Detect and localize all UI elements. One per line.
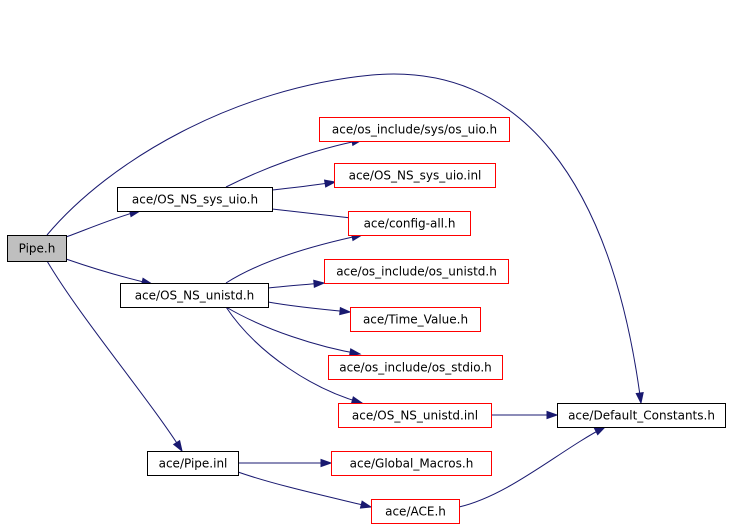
edge-pipe_inl-to-global_macros_h xyxy=(238,458,333,468)
edge-os_ns_unistd_h-to-os_include_os_unistd_h xyxy=(267,279,326,289)
node-box xyxy=(348,211,471,236)
edge-line xyxy=(271,208,361,220)
edge-line xyxy=(46,73,642,404)
node-os_ns_sys_uio_h[interactable]: ace/OS_NS_sys_uio.h xyxy=(117,187,273,212)
node-pipe_inl[interactable]: ace/Pipe.inl xyxy=(147,451,239,476)
edge-pipe_h-to-pipe_inl xyxy=(46,260,183,453)
edge-pipe_h-to-default_constants_h xyxy=(46,73,644,405)
arrowhead-icon xyxy=(635,392,644,405)
node-box xyxy=(328,355,503,380)
node-label: ace/ACE.h xyxy=(385,505,446,519)
node-box xyxy=(7,235,67,262)
node-label: ace/OS_NS_unistd.h xyxy=(135,289,255,303)
node-os_ns_sys_uio_inl[interactable]: ace/OS_NS_sys_uio.inl xyxy=(334,163,496,188)
edge-pipe_inl-to-ace_h xyxy=(237,471,373,509)
edge-os_ns_sys_uio_h-to-os_ns_sys_uio_inl xyxy=(271,179,337,191)
node-label: ace/OS_NS_unistd.inl xyxy=(352,409,478,423)
edge-line xyxy=(458,426,606,508)
arrowhead-icon xyxy=(320,458,333,468)
node-global_macros_h[interactable]: ace/Global_Macros.h xyxy=(331,451,492,476)
arrowhead-icon xyxy=(359,500,373,509)
node-label: ace/OS_NS_sys_uio.inl xyxy=(349,169,482,183)
edge-os_ns_unistd_inl-to-default_constants_h xyxy=(491,410,559,420)
node-label: ace/Time_Value.h xyxy=(363,313,468,327)
arrowhead-icon xyxy=(323,179,337,188)
node-box xyxy=(324,259,509,284)
edge-line xyxy=(65,210,141,238)
node-default_constants_h[interactable]: ace/Default_Constants.h xyxy=(557,403,726,428)
edge-pipe_h-to-os_ns_sys_uio_h xyxy=(65,209,142,238)
edge-line xyxy=(225,139,363,188)
edge-line xyxy=(65,258,153,285)
node-box xyxy=(557,403,726,428)
arrowhead-icon xyxy=(172,439,183,453)
edge-os_ns_unistd_h-to-time_value_h xyxy=(267,301,352,316)
node-label: ace/config-all.h xyxy=(364,217,456,231)
node-box xyxy=(334,163,496,188)
edge-line xyxy=(46,260,183,452)
arrowhead-icon xyxy=(546,410,559,420)
node-box xyxy=(371,499,460,524)
edge-line xyxy=(267,301,351,313)
edge-pipe_h-to-os_ns_unistd_h xyxy=(65,258,154,286)
arrowhead-icon xyxy=(348,348,362,357)
node-box xyxy=(319,117,510,142)
node-ace_h[interactable]: ace/ACE.h xyxy=(371,499,460,524)
nodes-layer: Pipe.h ace/OS_NS_sys_uio.h ace/OS_NS_unist… xyxy=(7,117,726,524)
node-label: ace/Default_Constants.h xyxy=(568,409,715,423)
node-label: ace/os_include/os_unistd.h xyxy=(336,265,497,279)
node-box xyxy=(147,451,239,476)
node-pipe_h[interactable]: Pipe.h xyxy=(7,235,67,262)
edge-os_ns_sys_uio_h-to-config_all_h xyxy=(271,208,362,222)
node-os_ns_unistd_inl[interactable]: ace/OS_NS_unistd.inl xyxy=(338,403,492,428)
arrowhead-icon xyxy=(339,306,352,316)
edge-line xyxy=(237,471,372,508)
node-label: ace/OS_NS_sys_uio.h xyxy=(132,193,258,207)
node-label: Pipe.h xyxy=(19,242,56,256)
node-box xyxy=(120,283,269,308)
node-box xyxy=(350,307,481,332)
node-label: ace/Pipe.inl xyxy=(159,457,228,471)
node-box xyxy=(331,451,492,476)
node-label: ace/os_include/sys/os_uio.h xyxy=(332,123,497,137)
node-config_all_h[interactable]: ace/config-all.h xyxy=(348,211,471,236)
edge-line xyxy=(225,306,361,355)
node-os_include_sys_os_uio_h[interactable]: ace/os_include/sys/os_uio.h xyxy=(319,117,510,142)
node-time_value_h[interactable]: ace/Time_Value.h xyxy=(350,307,481,332)
node-os_include_os_stdio_h[interactable]: ace/os_include/os_stdio.h xyxy=(328,355,503,380)
node-box xyxy=(117,187,273,212)
edge-line xyxy=(225,234,363,284)
node-os_ns_unistd_h[interactable]: ace/OS_NS_unistd.h xyxy=(120,283,269,308)
node-os_include_os_unistd_h[interactable]: ace/os_include/os_unistd.h xyxy=(324,259,509,284)
node-label: ace/Global_Macros.h xyxy=(350,457,474,471)
edge-line xyxy=(225,306,363,404)
arrowhead-icon xyxy=(593,426,607,436)
node-label: ace/os_include/os_stdio.h xyxy=(339,361,492,375)
node-box xyxy=(338,403,492,428)
arrowhead-icon xyxy=(313,279,326,289)
edge-os_ns_unistd_h-to-os_include_os_stdio_h xyxy=(225,306,362,357)
arrowhead-icon xyxy=(350,396,364,405)
